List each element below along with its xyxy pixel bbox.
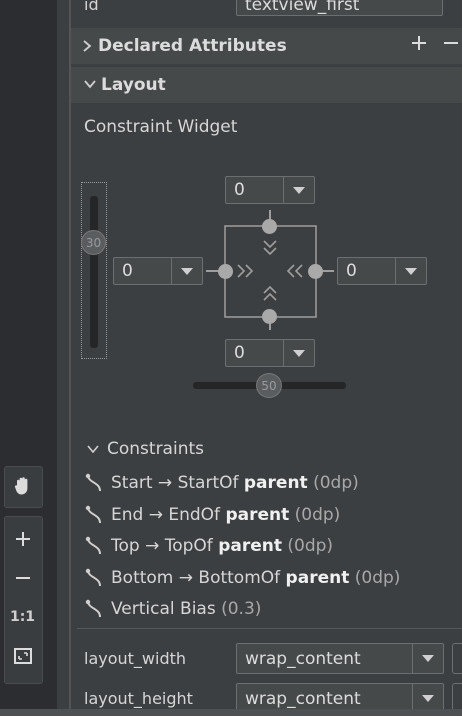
fit-screen-icon [13, 648, 32, 664]
dropdown-arrow-icon [171, 258, 202, 284]
zoom-to-fit-button[interactable] [4, 641, 41, 671]
remove-attribute-icon[interactable] [442, 34, 460, 52]
dropdown-arrow-icon [283, 340, 314, 366]
constraint-target: parent [225, 505, 290, 525]
constraint-row[interactable]: Bottom → BottomOf parent (0dp) [84, 563, 400, 593]
layout-title: Layout [101, 75, 166, 95]
constraint-margin: (0dp) [282, 536, 334, 556]
right-margin-dropdown[interactable]: 0 [337, 257, 427, 285]
declared-attributes-header[interactable] [71, 28, 462, 64]
constraint-link-icon [85, 473, 101, 492]
id-field[interactable]: textview_first [236, 0, 443, 16]
layout-width-value: wrap_content [245, 648, 361, 669]
constraint-link-icon [85, 536, 101, 555]
vertical-bias-slider[interactable] [81, 182, 107, 359]
layout-height-label: layout_height [84, 689, 193, 708]
declared-attributes-title: Declared Attributes [98, 36, 287, 56]
top-margin-dropdown[interactable]: 0 [225, 176, 315, 204]
top-constraint-handle[interactable] [262, 219, 277, 234]
pan-button[interactable] [4, 471, 41, 501]
constraint-text: End → EndOf [111, 505, 226, 525]
constraint-margin: (0dp) [289, 505, 341, 525]
dropdown-arrow-icon [412, 644, 443, 673]
right-constraint-handle[interactable] [308, 264, 323, 279]
chevron-down-icon [84, 80, 96, 89]
constraints-title: Constraints [107, 439, 204, 459]
zoom-reset-button[interactable]: 1:1 [9, 609, 36, 625]
minus-icon [15, 577, 30, 579]
id-value: textview_first [245, 0, 360, 15]
constraint-row[interactable]: Top → TopOf parent (0dp) [84, 531, 333, 561]
layout-width-label: layout_width [84, 649, 187, 668]
constraint-text: Vertical Bias [111, 599, 222, 619]
chevron-down-icon[interactable] [86, 444, 100, 454]
constraint-text: Bottom → BottomOf [111, 568, 286, 588]
constraint-link-icon [85, 568, 101, 587]
dropdown-arrow-icon [412, 684, 443, 713]
layout-header[interactable] [71, 67, 462, 103]
left-margin-dropdown[interactable]: 0 [113, 257, 203, 285]
vertical-bias-thumb[interactable]: 30 [81, 230, 106, 255]
constraint-target: parent [243, 473, 308, 493]
constraint-widget-title: Constraint Widget [84, 117, 238, 137]
hand-icon [14, 477, 27, 495]
constraint-row[interactable]: Start → StartOf parent (0dp) [84, 468, 359, 498]
chevron-right-icon [83, 40, 92, 52]
constraint-link-icon [85, 599, 101, 618]
zoom-tool-group [4, 516, 43, 684]
layout-height-value: wrap_content [245, 688, 361, 709]
horizontal-bias-thumb[interactable]: 50 [256, 373, 282, 398]
panel-divider[interactable] [57, 0, 71, 716]
right-margin-value: 0 [346, 261, 357, 281]
zoom-in-button[interactable] [4, 524, 41, 554]
constraint-target: parent [285, 568, 350, 588]
section-separator [77, 628, 462, 629]
constraint-target: parent [218, 536, 282, 556]
add-attribute-icon[interactable] [410, 34, 428, 52]
left-constraint-handle[interactable] [218, 264, 233, 279]
panel-divider-line [69, 0, 71, 716]
constraint-row[interactable]: Vertical Bias (0.3) [84, 594, 261, 624]
horizontal-scrollbar[interactable] [0, 709, 462, 716]
vertical-bias-track [90, 196, 98, 348]
bottom-margin-value: 0 [234, 343, 245, 363]
id-label: id [84, 0, 99, 14]
constraint-link-icon [85, 505, 101, 524]
zoom-out-button[interactable] [4, 563, 41, 593]
constraint-text: Top → TopOf [111, 536, 219, 556]
dropdown-arrow-icon [283, 177, 314, 203]
constraint-margin: (0dp) [307, 473, 359, 493]
constraint-text: Start → StartOf [111, 473, 244, 493]
bottom-constraint-handle[interactable] [262, 309, 277, 324]
constraint-row[interactable]: End → EndOf parent (0dp) [84, 500, 340, 530]
top-margin-value: 0 [234, 180, 245, 200]
layout-width-extra-button[interactable] [452, 643, 462, 674]
bottom-margin-dropdown[interactable]: 0 [225, 339, 315, 367]
layout-width-dropdown[interactable]: wrap_content [236, 643, 444, 674]
layout-height-dropdown[interactable]: wrap_content [236, 683, 444, 714]
constraint-margin: (0dp) [349, 568, 401, 588]
constraint-margin: (0.3) [221, 599, 262, 619]
left-margin-value: 0 [122, 261, 133, 281]
dropdown-arrow-icon [395, 258, 426, 284]
plus-icon [15, 532, 30, 546]
